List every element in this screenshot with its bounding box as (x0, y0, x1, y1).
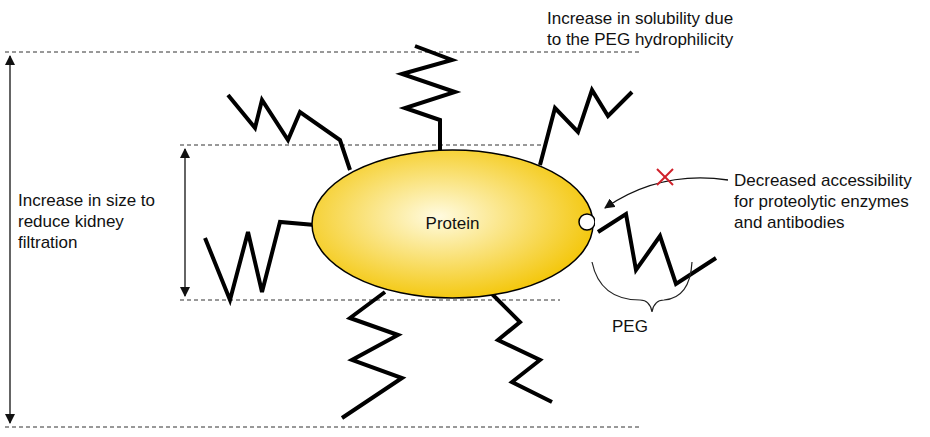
dimension-guides (5, 52, 640, 427)
dimension-arrows (10, 56, 185, 423)
peg-chains (205, 46, 716, 418)
blocked-arrow (605, 178, 728, 208)
accessibility-note: Decreased accessibility for proteolytic … (734, 170, 924, 233)
node-label: Protein (426, 214, 480, 234)
protein-ellipse: Protein (310, 148, 595, 300)
solubility-note: Increase in solubility due to the PEG hy… (547, 8, 747, 50)
peg-brace (592, 262, 692, 312)
peg-label: PEG (612, 316, 672, 337)
size-note: Increase in size to reduce kidney filtra… (18, 190, 178, 253)
blocked-cross (657, 169, 673, 185)
